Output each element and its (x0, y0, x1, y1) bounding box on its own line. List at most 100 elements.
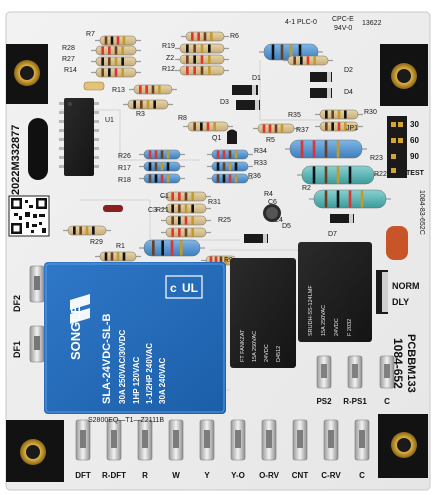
capacitor-small (83, 81, 105, 91)
label-d1: D1 (252, 75, 261, 82)
side-code-label: 1084-83-652C (418, 190, 425, 235)
terminal-y-o[interactable] (230, 419, 246, 461)
terminal-c-rv[interactable] (323, 419, 339, 461)
label-d2: D2 (344, 67, 353, 74)
label-r5: R5 (266, 137, 275, 144)
label-dly: DLY (392, 297, 409, 307)
resistor (309, 189, 391, 209)
resistor (91, 56, 141, 67)
label-r6: R6 (230, 33, 239, 40)
relay-model: SLA-24VDC-SL-B (101, 313, 113, 404)
label-r26: R26 (118, 153, 131, 160)
relay-small-2: SRUDH-SS-124LMF 15A 250VAC 24VDC F 2032 (298, 242, 372, 342)
label-r34: R34 (254, 148, 267, 155)
relay-songle-main: SONGLE SLA-24VDC-SL-B 30A 250VAC/30VDC 1… (44, 262, 226, 414)
terminal-r-dft[interactable] (106, 419, 122, 461)
label-r2: R2 (302, 185, 311, 192)
label-r33: R33 (254, 160, 267, 167)
label-c3: C3 (148, 207, 157, 214)
relay-rating-2: 1HP 120VAC (132, 356, 141, 404)
resistor (175, 43, 229, 54)
resistor (315, 121, 363, 132)
label-r18: R18 (118, 177, 131, 184)
resistor (175, 54, 229, 65)
label-r3: R3 (136, 111, 145, 118)
resistor (207, 161, 253, 172)
resistor (63, 225, 111, 236)
resistor (161, 215, 211, 226)
terminal-dft[interactable] (75, 419, 91, 461)
terminal-r-ps1[interactable] (347, 355, 363, 389)
label-d3: D3 (220, 99, 229, 106)
resistor (297, 165, 379, 185)
resistor (123, 99, 173, 110)
ic-chip-u1: U1 (59, 98, 114, 176)
label-df1: DF1 (12, 341, 22, 358)
relay-rating-4: 30A 240VAC (158, 358, 167, 404)
capacitor-electrolytic (263, 204, 281, 222)
terminal-label: R (142, 471, 148, 480)
jumper-label-30: 30 (410, 120, 419, 129)
resistor (207, 173, 253, 184)
terminal-c[interactable] (354, 419, 370, 461)
terminal-label: Y (204, 471, 210, 480)
component-labels: R28R27R14R7R19Z2R12R6R13R3R8R26R17R18R21… (62, 31, 387, 278)
resistor (95, 251, 141, 262)
label-r36: R36 (248, 173, 261, 180)
label-jp1: JP1 (346, 125, 358, 132)
terminal-label: CNT (292, 471, 309, 480)
label-r14: R14 (64, 67, 77, 74)
terminal-ps2[interactable] (316, 355, 332, 389)
resistor (283, 55, 333, 66)
label-r12: R12 (162, 66, 175, 73)
terminal-o-rv[interactable] (261, 419, 277, 461)
label-r9: R9 (224, 257, 233, 264)
svg-text:SRUDH-SS-124LMF: SRUDH-SS-124LMF (308, 285, 314, 336)
resistor (161, 227, 211, 238)
terminal-label: O-RV (259, 471, 280, 480)
qr-code (8, 195, 50, 237)
svg-text:15A 250VAC: 15A 250VAC (321, 305, 327, 336)
terminal-df2[interactable] (29, 265, 45, 303)
label-r17: R17 (118, 165, 131, 172)
label-r21: R21 (156, 207, 169, 214)
jumper-block-jp1[interactable] (387, 116, 407, 178)
terminal-y[interactable] (199, 419, 215, 461)
label-d7: D7 (328, 231, 337, 238)
label-d4: D4 (344, 89, 353, 96)
terminal-df1[interactable] (29, 325, 45, 363)
label-q1: Q1 (212, 135, 221, 142)
jumper-label-60: 60 (410, 136, 419, 145)
resistor (91, 45, 141, 56)
label-r35: R35 (288, 112, 301, 119)
label-r27: R27 (62, 56, 75, 63)
label-norm: NORM (392, 281, 420, 291)
terminal-label: C-RV (321, 471, 341, 480)
terminal-r[interactable] (137, 419, 153, 461)
plc-label: 4-1 PLC-0 (285, 19, 317, 26)
label-r31: R31 (208, 199, 221, 206)
svg-text:FT FANKZAT: FT FANKZAT (240, 329, 246, 362)
resistor (315, 109, 363, 120)
relay-rating-1: 30A 250VAC/30VDC (118, 330, 127, 404)
transistor-q1 (227, 129, 237, 144)
terminal-w[interactable] (168, 419, 184, 461)
pcb-number: PCBBM133 (405, 334, 417, 393)
resistor (183, 121, 233, 132)
terminal-label: C (384, 397, 390, 406)
terminal-label: R-DFT (102, 471, 126, 480)
label-r28: R28 (62, 45, 75, 52)
label-df2: DF2 (12, 295, 22, 312)
label-c6: C6 (268, 199, 277, 206)
svg-text:c: c (170, 281, 177, 295)
label-r22: R22 (374, 171, 387, 178)
resistor (175, 65, 229, 76)
terminal-cnt[interactable] (292, 419, 308, 461)
resistor (207, 149, 253, 160)
terminal-c[interactable] (379, 355, 395, 389)
resistor (285, 139, 367, 159)
label-d5: D5 (282, 223, 291, 230)
